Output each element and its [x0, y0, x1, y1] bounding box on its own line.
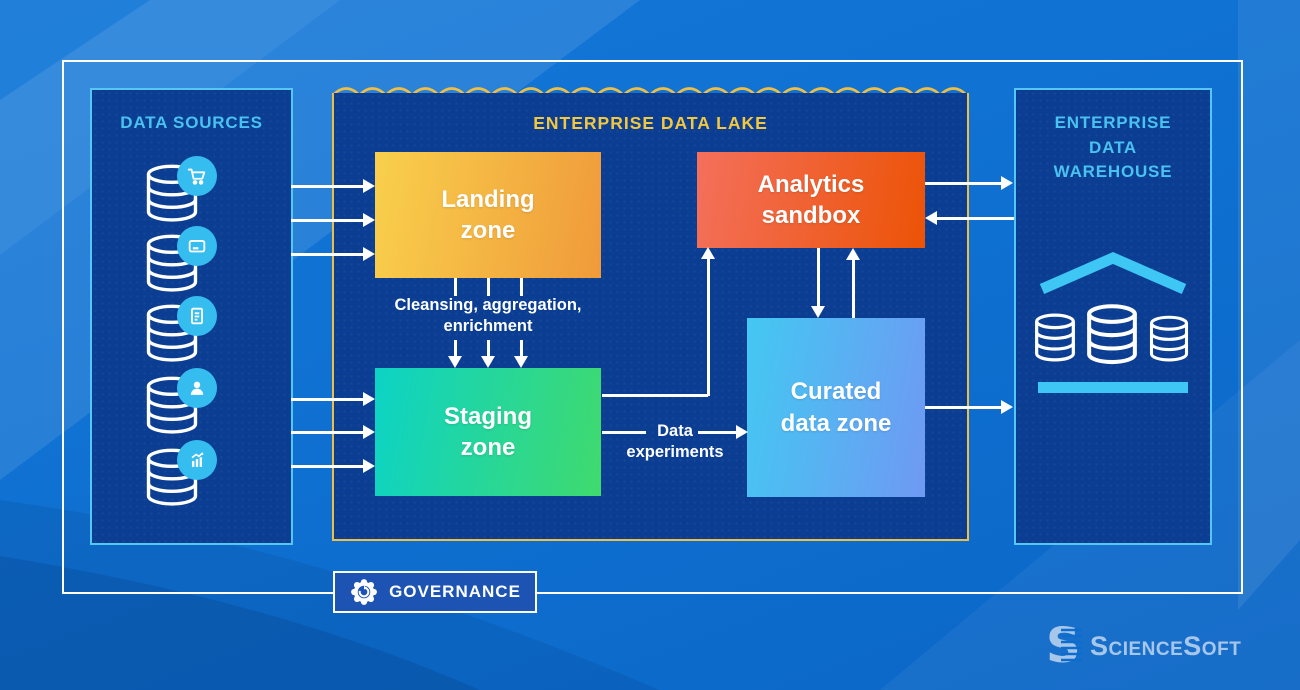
shopping-cart-icon: [177, 156, 217, 196]
arrowhead: [363, 425, 375, 439]
arrow-sandbox-warehouse: [925, 181, 1003, 185]
arrow-staging-sandbox: [706, 259, 710, 396]
arrowhead: [1001, 400, 1013, 414]
chart-icon: [177, 440, 217, 480]
arrowhead: [925, 211, 937, 225]
arrowhead: [481, 356, 495, 368]
arrow-sandbox-curated: [816, 248, 820, 307]
analytics-sandbox-label: Analytics sandbox: [757, 170, 865, 229]
arrow-sources-landing: [291, 184, 364, 188]
arrow-landing-staging: [486, 340, 490, 357]
warehouse-title: ENTERPRISE DATA WAREHOUSE: [1053, 113, 1173, 182]
arrowhead: [701, 247, 715, 259]
arrow-landing-staging: [519, 278, 523, 296]
warehouse-panel: ENTERPRISE DATA WAREHOUSE: [1014, 88, 1212, 545]
arrowhead: [1001, 176, 1013, 190]
source-item: [143, 440, 217, 510]
arrow-sources-staging: [291, 430, 364, 434]
staging-zone: Staging zone: [375, 368, 601, 496]
brand-name: ScienceSoft: [1090, 630, 1242, 661]
arrowhead: [811, 306, 825, 318]
warehouse-base-icon: [1038, 382, 1188, 393]
source-item: [143, 226, 217, 296]
data-lake-title: ENTERPRISE DATA LAKE: [533, 113, 768, 133]
arrow-sources-landing: [291, 218, 364, 222]
brand-logo: S ScienceSoft: [1048, 625, 1241, 667]
database-icon: [146, 304, 198, 362]
warehouse-roof-icon: [1039, 251, 1187, 295]
warehouse-database-icon: [1035, 313, 1075, 362]
warehouse-database-icon: [1149, 315, 1189, 362]
arrow-landing-staging: [486, 278, 490, 296]
arrow-sources-staging: [291, 464, 364, 468]
arrowhead: [736, 425, 748, 439]
arrowhead: [448, 356, 462, 368]
arrow-landing-staging: [453, 340, 457, 357]
staging-zone-label: Staging zone: [444, 402, 532, 461]
data-sources-title: DATA SOURCES: [120, 113, 263, 132]
arrowhead: [363, 247, 375, 261]
arrowhead: [846, 248, 860, 260]
cleansing-annotation: Cleansing, aggregation, enrichment: [394, 296, 582, 335]
arrowhead: [363, 179, 375, 193]
arrow-staging-curated: [698, 430, 738, 434]
curated-data-zone: Curated data zone: [747, 318, 925, 497]
source-item: [143, 296, 217, 366]
landing-zone: Landing zone: [375, 152, 601, 278]
warehouse-database-icon: [1087, 304, 1137, 365]
arrow-landing-staging: [453, 278, 457, 296]
arrow-curated-sandbox: [851, 259, 855, 318]
sciencesoft-logo-icon: S: [1048, 625, 1082, 667]
user-icon: [177, 368, 217, 408]
document-icon: [177, 296, 217, 336]
outer-frame: [62, 60, 1243, 594]
arrow-sources-landing: [291, 252, 364, 256]
source-item: [143, 368, 217, 438]
landing-zone-label: Landing zone: [441, 185, 535, 244]
curated-data-zone-label: Curated data zone: [780, 378, 892, 437]
arrow-warehouse-sandbox: [936, 216, 1014, 220]
arrow-staging-curated: [602, 430, 646, 434]
arrowhead: [363, 459, 375, 473]
arrow-landing-staging: [519, 340, 523, 357]
arrow-sources-staging: [291, 397, 364, 401]
governance-label: GOVERNANCE: [389, 582, 521, 601]
source-item: [143, 156, 217, 226]
arrow-curated-warehouse: [925, 405, 1003, 409]
arrowhead: [363, 392, 375, 406]
arrowhead: [514, 356, 528, 368]
data-experiments-annotation: Data experiments: [626, 422, 724, 461]
payment-card-icon: [177, 226, 217, 266]
analytics-sandbox-zone: Analytics sandbox: [697, 152, 925, 248]
gear-icon: [351, 579, 377, 605]
arrowhead: [363, 213, 375, 227]
arrow-staging-sandbox: [602, 393, 708, 397]
data-sources-panel: DATA SOURCES: [90, 88, 293, 545]
governance-badge: GOVERNANCE: [333, 571, 537, 613]
